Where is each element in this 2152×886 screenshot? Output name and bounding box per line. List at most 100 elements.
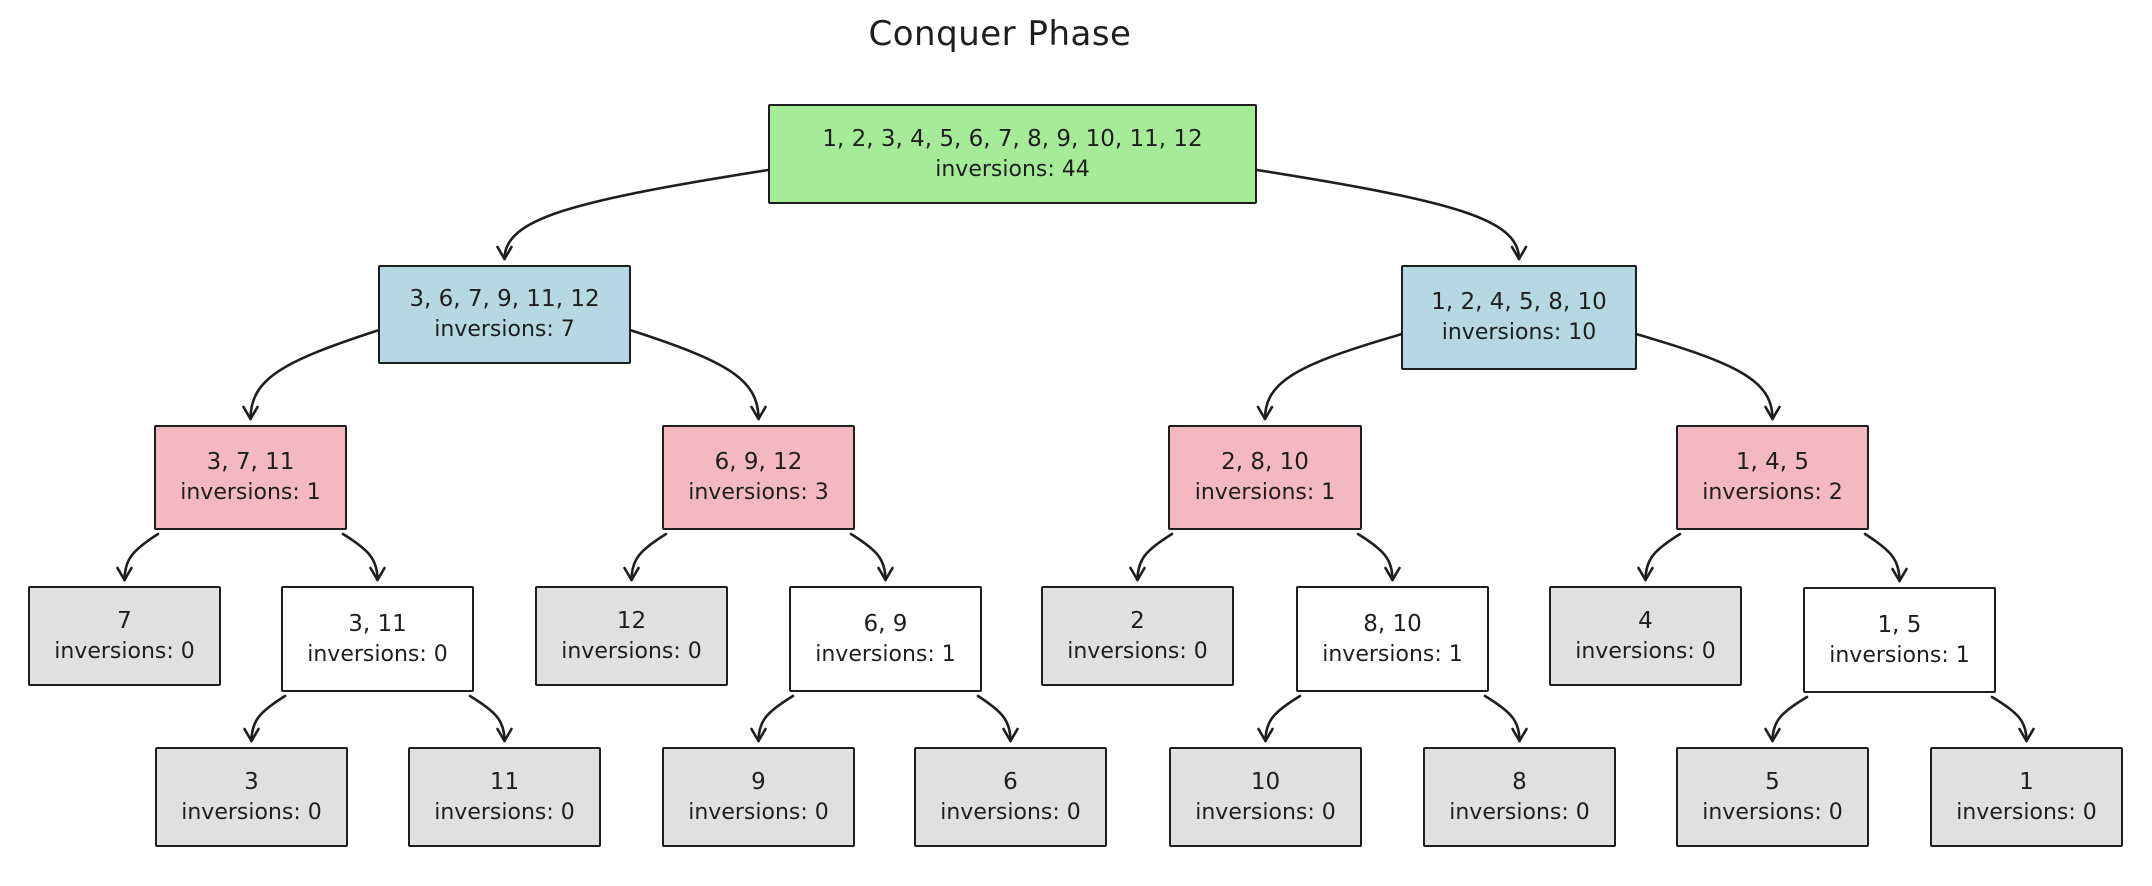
- node-pair[interactable]: 3, 11 inversions: 0: [281, 586, 474, 692]
- node-inversions: inversions: 10: [1441, 320, 1597, 346]
- arrowhead-icon: [496, 245, 513, 261]
- node-values: 8, 10: [1363, 610, 1422, 637]
- edge-arrow-lrr-lrrr: [976, 694, 1012, 743]
- arrowhead-icon: [1764, 405, 1781, 421]
- node-values: 10: [1250, 768, 1281, 795]
- edge-arrow-r-rr: [1635, 333, 1774, 421]
- node-values: 8: [1512, 768, 1527, 795]
- node-inversions: inversions: 0: [1702, 799, 1843, 825]
- node-leaf[interactable]: 6 inversions: 0: [914, 747, 1107, 847]
- node-values: 3: [244, 768, 259, 795]
- node-values: 12: [616, 607, 647, 634]
- node-leaf[interactable]: 8 inversions: 0: [1423, 747, 1616, 847]
- arrowhead-icon: [242, 405, 259, 421]
- node-quarter[interactable]: 6, 9, 12 inversions: 3: [662, 425, 855, 530]
- node-inversions: inversions: 0: [434, 799, 575, 825]
- arrowhead-icon: [623, 566, 640, 582]
- node-quarter[interactable]: 2, 8, 10 inversions: 1: [1168, 425, 1362, 530]
- node-inversions: inversions: 0: [940, 799, 1081, 825]
- edge-arrow-lr-lrl: [630, 532, 668, 582]
- edge-arrow-r-rl: [1263, 333, 1403, 421]
- edge-arrow-rl-rll: [1136, 532, 1174, 582]
- node-values: 4: [1638, 607, 1653, 634]
- arrowhead-icon: [1002, 727, 1019, 743]
- node-values: 3, 6, 7, 9, 11, 12: [409, 286, 600, 313]
- arrowhead-icon: [1257, 727, 1274, 743]
- arrowhead-icon: [1510, 245, 1528, 261]
- edge-arrow-llr-llrr: [468, 694, 506, 743]
- node-values: 1, 5: [1877, 611, 1922, 638]
- arrowhead-icon: [1256, 405, 1274, 421]
- edge-arrow-rl-rlr: [1356, 532, 1394, 582]
- node-values: 3, 11: [348, 610, 407, 637]
- edge-arrow-rrr-rrrl: [1771, 695, 1809, 743]
- arrowhead-icon: [750, 405, 767, 421]
- node-values: 1, 4, 5: [1735, 449, 1810, 476]
- node-inversions: inversions: 0: [561, 638, 702, 664]
- arrowhead-icon: [1384, 566, 1401, 582]
- arrowhead-icon: [243, 727, 260, 743]
- node-values: 6, 9, 12: [714, 449, 803, 476]
- arrowhead-icon: [116, 566, 133, 582]
- node-leaf[interactable]: 2 inversions: 0: [1041, 586, 1234, 686]
- node-leaf[interactable]: 5 inversions: 0: [1676, 747, 1869, 847]
- edge-arrow-rlr-rlrr: [1483, 694, 1521, 743]
- node-values: 6: [1003, 768, 1018, 795]
- arrowhead-icon: [2018, 727, 2035, 743]
- node-root-merged[interactable]: 1, 2, 3, 4, 5, 6, 7, 8, 9, 10, 11, 12 in…: [768, 104, 1257, 204]
- diagram-title: Conquer Phase: [868, 14, 1132, 54]
- node-quarter[interactable]: 3, 7, 11 inversions: 1: [154, 425, 347, 530]
- node-inversions: inversions: 0: [307, 641, 448, 667]
- node-values: 1, 2, 3, 4, 5, 6, 7, 8, 9, 10, 11, 12: [822, 125, 1203, 152]
- node-pair[interactable]: 8, 10 inversions: 1: [1296, 586, 1489, 692]
- node-leaf[interactable]: 7 inversions: 0: [28, 586, 221, 686]
- node-inversions: inversions: 0: [1449, 799, 1590, 825]
- arrowhead-icon: [1511, 727, 1528, 743]
- arrowhead-icon: [496, 727, 513, 743]
- node-inversions: inversions: 0: [1195, 799, 1336, 825]
- edge-arrow-root-l: [503, 168, 770, 261]
- arrowhead-icon: [1637, 566, 1654, 582]
- node-inversions: inversions: 0: [181, 799, 322, 825]
- arrowhead-icon: [1129, 566, 1146, 582]
- node-inversions: inversions: 1: [815, 641, 956, 667]
- node-pair[interactable]: 1, 5 inversions: 1: [1803, 587, 1996, 693]
- node-values: 1, 2, 4, 5, 8, 10: [1431, 289, 1607, 316]
- node-inversions: inversions: 0: [1067, 638, 1208, 664]
- node-inversions: inversions: 44: [935, 156, 1090, 182]
- node-inversions: inversions: 1: [1194, 480, 1336, 506]
- node-values: 7: [117, 607, 132, 634]
- node-leaf[interactable]: 12 inversions: 0: [535, 586, 728, 686]
- node-leaf[interactable]: 3 inversions: 0: [155, 747, 348, 847]
- node-inversions: inversions: 7: [434, 317, 575, 343]
- node-right-half[interactable]: 1, 2, 4, 5, 8, 10 inversions: 10: [1401, 265, 1637, 370]
- node-values: 3, 7, 11: [206, 449, 295, 476]
- arrowhead-icon: [1764, 727, 1781, 743]
- node-leaf[interactable]: 10 inversions: 0: [1169, 747, 1362, 847]
- edge-arrow-ll-lll: [123, 532, 160, 582]
- edge-arrow-l-ll: [249, 329, 380, 421]
- node-quarter[interactable]: 1, 4, 5 inversions: 2: [1676, 425, 1869, 530]
- node-inversions: inversions: 1: [1829, 642, 1970, 668]
- edge-arrow-root-r: [1255, 168, 1521, 261]
- arrowhead-icon: [750, 727, 767, 743]
- node-inversions: inversions: 0: [54, 638, 195, 664]
- edge-arrow-rr-rrl: [1644, 532, 1682, 582]
- node-inversions: inversions: 3: [688, 480, 829, 506]
- node-leaf[interactable]: 11 inversions: 0: [408, 747, 601, 847]
- edge-arrow-rlr-rlrl: [1264, 694, 1302, 743]
- node-leaf[interactable]: 9 inversions: 0: [662, 747, 855, 847]
- node-inversions: inversions: 2: [1702, 480, 1843, 506]
- edge-arrow-lrr-lrrl: [757, 694, 795, 743]
- node-inversions: inversions: 0: [1575, 638, 1716, 664]
- node-leaf[interactable]: 1 inversions: 0: [1930, 747, 2123, 847]
- edge-arrow-rr-rrr: [1863, 532, 1901, 583]
- arrowhead-icon: [877, 566, 894, 582]
- node-leaf[interactable]: 4 inversions: 0: [1549, 586, 1742, 686]
- node-inversions: inversions: 0: [1956, 799, 2097, 825]
- node-values: 2: [1130, 607, 1145, 634]
- node-left-half[interactable]: 3, 6, 7, 9, 11, 12 inversions: 7: [378, 265, 631, 364]
- node-values: 1: [2019, 768, 2034, 795]
- node-pair[interactable]: 6, 9 inversions: 1: [789, 586, 982, 692]
